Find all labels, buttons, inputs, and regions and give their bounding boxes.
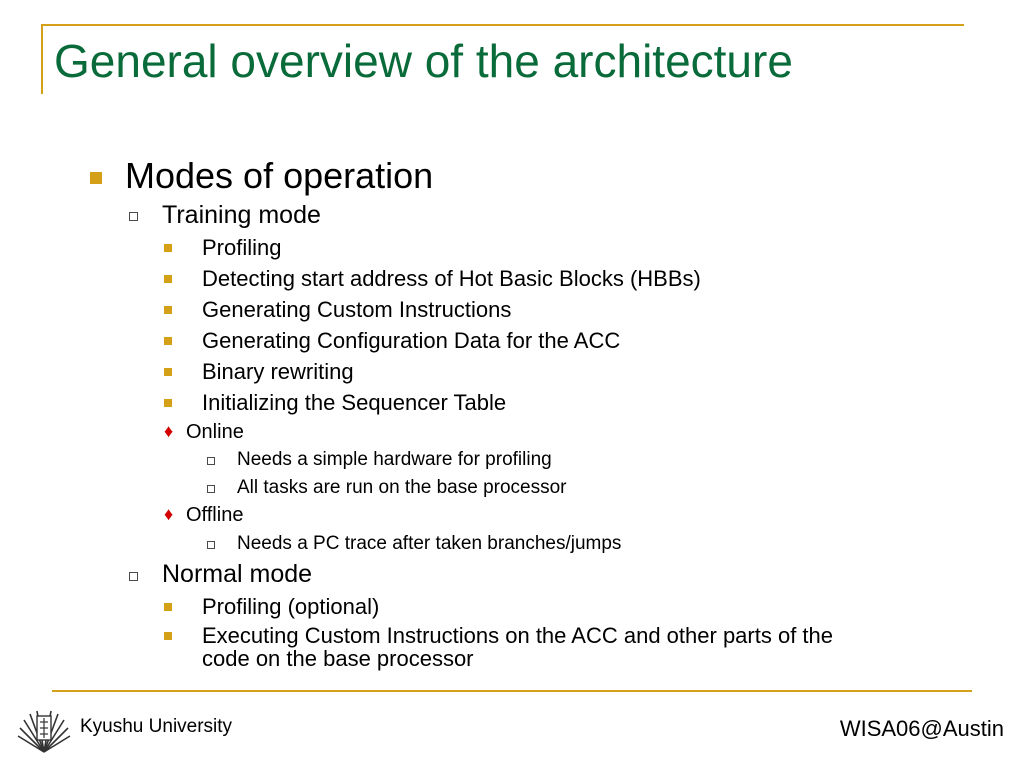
bullet-training: Training mode <box>162 201 321 229</box>
kyushu-university-logo-icon <box>14 706 74 761</box>
bullet-profiling: Profiling <box>202 235 282 260</box>
hollow-square-bullet-icon <box>207 457 215 465</box>
bullet-profiling-opt: Profiling (optional) <box>202 594 380 619</box>
bullet-exec-line2: code on the base processor <box>202 646 474 671</box>
bullet-exec-line1: Executing Custom Instructions on the ACC… <box>202 623 834 648</box>
bullet-offline-1: Needs a PC trace after taken branches/ju… <box>237 533 622 554</box>
bullet-init-seq: Initializing the Sequencer Table <box>202 390 507 415</box>
diamond-bullet-icon: ♦ <box>164 504 174 524</box>
square-bullet-icon <box>164 603 172 611</box>
square-bullet-icon <box>164 399 172 407</box>
title-frame-top-line <box>41 24 964 26</box>
bullet-modes: Modes of operation <box>125 155 434 196</box>
square-bullet-icon <box>164 306 172 314</box>
hollow-square-bullet-icon <box>207 485 215 493</box>
bullet-normal: Normal mode <box>162 560 313 588</box>
slide-title: General overview of the architecture <box>54 35 793 87</box>
hollow-square-bullet-icon <box>129 572 138 581</box>
bullet-online-1: Needs a simple hardware for profiling <box>237 449 552 470</box>
bullet-online-2: All tasks are run on the base processor <box>237 477 567 498</box>
diamond-bullet-icon: ♦ <box>164 421 174 441</box>
square-bullet-icon <box>164 275 172 283</box>
footer-divider-line <box>52 690 972 692</box>
square-bullet-icon <box>90 172 102 184</box>
square-bullet-icon <box>164 337 172 345</box>
square-bullet-icon <box>164 244 172 252</box>
bullet-detecting: Detecting start address of Hot Basic Blo… <box>202 266 701 291</box>
hollow-square-bullet-icon <box>207 541 215 549</box>
square-bullet-icon <box>164 632 172 640</box>
square-bullet-icon <box>164 368 172 376</box>
bullet-gen-cfg: Generating Configuration Data for the AC… <box>202 328 621 353</box>
bullet-offline: Offline <box>186 504 244 526</box>
title-frame-left-line <box>41 24 43 94</box>
bullet-binary: Binary rewriting <box>202 359 354 384</box>
hollow-square-bullet-icon <box>129 212 138 221</box>
footer-university-name: Kyushu University <box>80 716 233 737</box>
bullet-online: Online <box>186 421 244 443</box>
bullet-gen-ci: Generating Custom Instructions <box>202 297 512 322</box>
footer-event-label: WISA06@Austin <box>839 716 1004 741</box>
